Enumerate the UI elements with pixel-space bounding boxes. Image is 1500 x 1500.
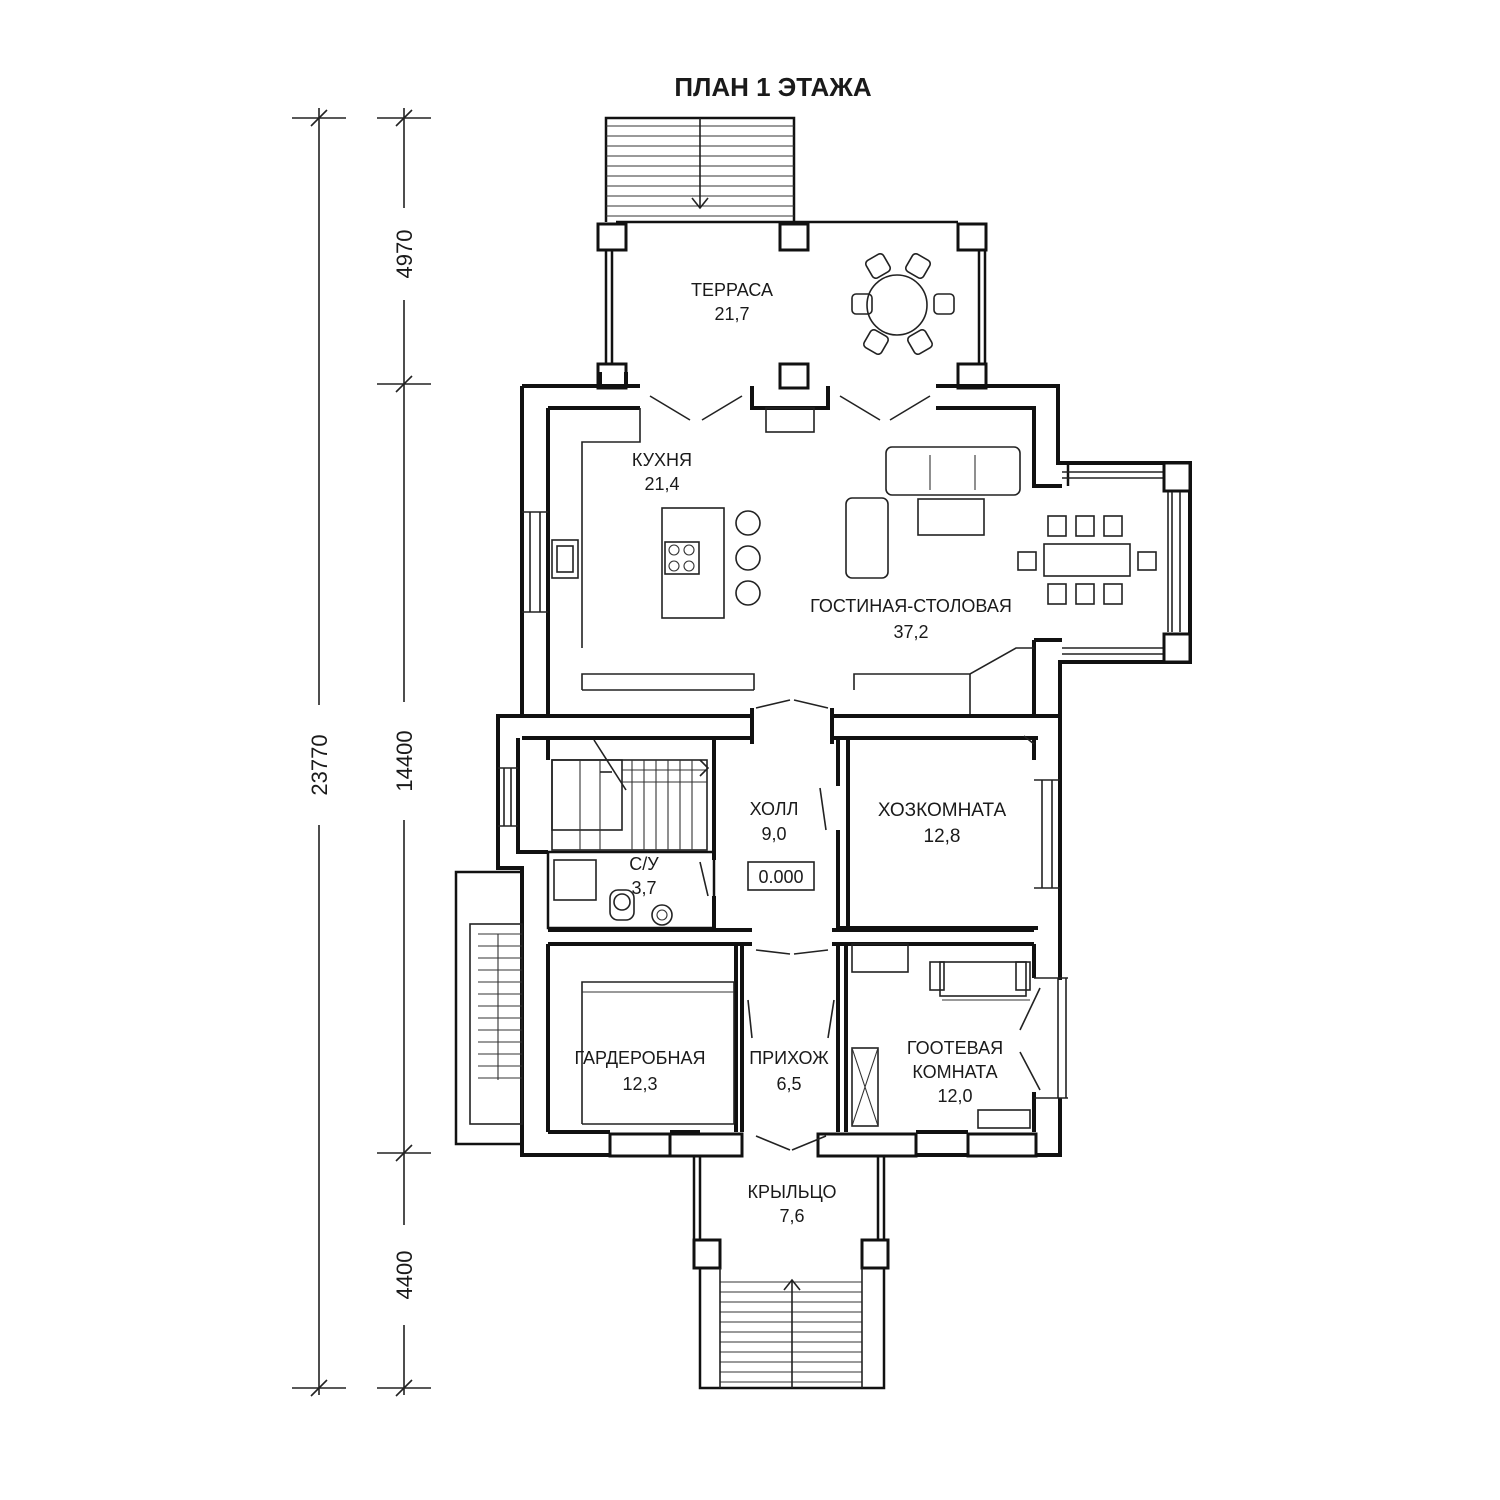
porch-stairs (698, 1268, 886, 1390)
room-living-area: 37,2 (893, 622, 928, 642)
room-kitchen-name: КУХНЯ (632, 450, 692, 470)
staircase (551, 739, 710, 851)
dimension-total: 23770 (292, 108, 346, 1397)
window-guest (1019, 977, 1068, 1099)
hall-doors (699, 699, 1035, 1039)
room-bathroom-area: 3,7 (631, 878, 656, 898)
terrace-dining-set (851, 253, 955, 355)
room-kitchen-area: 21,4 (644, 474, 679, 494)
room-living-name: ГОСТИНАЯ-СТОЛОВАЯ (810, 596, 1012, 616)
room-utility-area: 12,8 (924, 826, 961, 847)
living-room-furniture (845, 446, 1157, 714)
room-utility-name: ХОЗКОМНАТА (878, 800, 1007, 821)
room-wardrobe-area: 12,3 (622, 1074, 657, 1094)
window-utility (1034, 779, 1060, 889)
terrace-stairs (604, 116, 796, 222)
porch (608, 1132, 1038, 1270)
room-entrance-name: ПРИХОЖ (749, 1048, 829, 1068)
dimension-terrace-label: 4970 (392, 230, 417, 279)
room-bathroom-name: С/У (629, 854, 659, 874)
room-guest-name: ГООТЕВАЯ (907, 1038, 1003, 1058)
dimension-house-label: 14400 (392, 730, 417, 791)
room-hall-name: ХОЛЛ (750, 799, 799, 819)
room-porch-area: 7,6 (779, 1206, 804, 1226)
bay-window (1062, 461, 1192, 664)
window-left-kitchen (522, 511, 548, 613)
guest-room-furniture (851, 943, 1031, 1129)
interior-walls (498, 708, 1062, 1132)
room-wardrobe-name: ГАРДЕРОБНАЯ (575, 1048, 706, 1068)
room-hall-area: 9,0 (761, 824, 786, 844)
bathroom-fixtures (553, 859, 673, 926)
terrace-frame (596, 220, 988, 390)
terrace-doors (649, 395, 931, 433)
level-mark-box (747, 861, 815, 891)
dimension-total-label: 23770 (307, 734, 332, 795)
room-guest-name-line2: КОМНАТА (912, 1062, 997, 1082)
plan-title: ПЛАН 1 ЭТАЖА (674, 72, 871, 102)
window-stair (498, 767, 518, 827)
dimension-chain: 4970 14400 4400 (377, 108, 431, 1397)
room-guest-area: 12,0 (937, 1086, 972, 1106)
room-porch-name: КРЫЛЬЦО (748, 1182, 837, 1202)
dimension-porch-label: 4400 (392, 1251, 417, 1300)
kitchen-counter (551, 408, 761, 691)
room-entrance-area: 6,5 (776, 1074, 801, 1094)
level-mark: 0.000 (758, 867, 803, 887)
wardrobe-room (581, 981, 735, 1125)
room-terrace-name: ТЕРРАСА (691, 280, 773, 300)
room-terrace-area: 21,7 (714, 304, 749, 324)
side-stairs (454, 870, 524, 1146)
